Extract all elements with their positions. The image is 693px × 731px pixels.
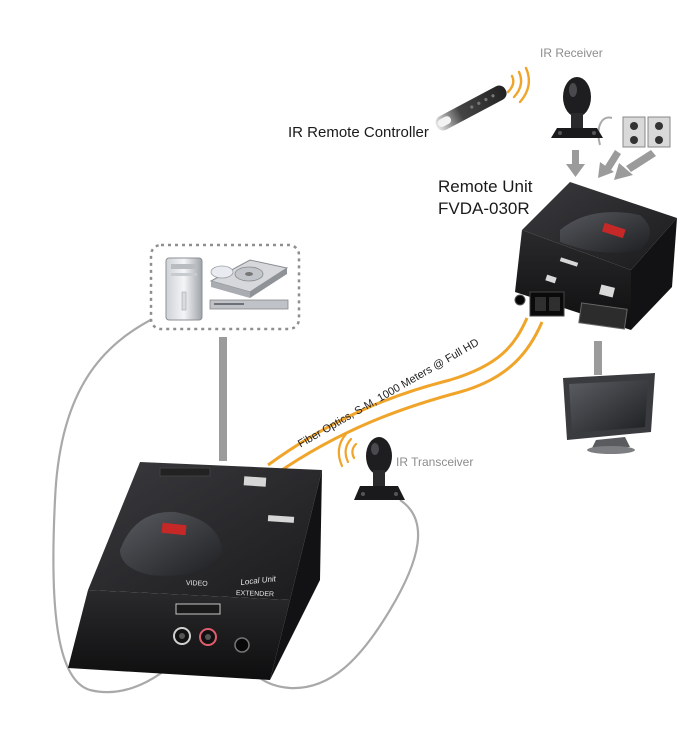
arrow-from-connectors <box>614 150 656 180</box>
pc-to-local-connector <box>219 337 227 461</box>
fiber-cable-2 <box>275 321 544 476</box>
ir-transceiver-icon <box>337 432 405 500</box>
local-unit-front-ports <box>173 603 250 653</box>
ir-remote-controller-label: IR Remote Controller <box>288 124 429 141</box>
ir-receiver-label: IR Receiver <box>540 46 603 60</box>
remote-unit-device <box>514 182 677 330</box>
down-arrows <box>566 150 656 180</box>
fiber-cable-1 <box>267 317 529 467</box>
monitor-icon <box>563 373 655 454</box>
arrow-from-cable <box>598 150 621 178</box>
ir-transceiver-label: IR Transceiver <box>396 455 474 469</box>
fiber-cables <box>267 317 544 476</box>
local-unit-device <box>68 462 322 680</box>
remote-signal-waves <box>506 66 531 104</box>
vertical-connectors <box>219 337 602 461</box>
ir-remote-controller-icon <box>435 66 531 131</box>
dvd-player-icon <box>209 259 289 310</box>
remote-to-monitor-connector <box>594 341 602 375</box>
local-unit-extender-text: EXTENDER <box>235 590 275 599</box>
local-unit-video-text: VIDEO <box>185 580 208 588</box>
rs232-connectors-icon <box>622 116 671 148</box>
remote-unit-label-line1: Remote Unit <box>438 177 533 196</box>
ir-receiver-cable <box>597 116 613 146</box>
gray-cables <box>52 116 613 694</box>
av-cable-left <box>52 314 191 694</box>
transceiver-signal-waves <box>337 432 358 468</box>
arrow-from-receiver <box>566 150 585 177</box>
pc-tower-icon <box>165 257 203 321</box>
ir-receiver-icon <box>551 77 603 138</box>
remote-unit-label-line2: FVDA-030R <box>438 199 530 218</box>
ir-transceiver-cable <box>238 499 420 690</box>
source-devices-group <box>149 243 301 331</box>
